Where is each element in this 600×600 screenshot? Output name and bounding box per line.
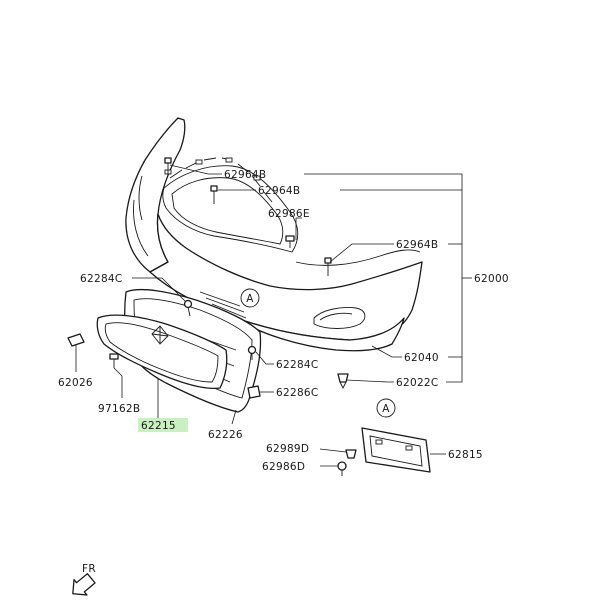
ref-a-plate-letter: A bbox=[382, 403, 390, 415]
clip-62026 bbox=[67, 333, 85, 347]
front-grille bbox=[96, 314, 228, 390]
label-62000[interactable]: 62000 bbox=[474, 273, 509, 285]
label-62226[interactable]: 62226 bbox=[208, 429, 243, 441]
clip-62022c bbox=[337, 373, 349, 390]
ref-a-bumper-letter: A bbox=[246, 293, 254, 305]
label-97162b[interactable]: 97162B bbox=[98, 403, 140, 415]
label-62986d[interactable]: 62986D bbox=[262, 461, 305, 473]
bolt-62964b-3 bbox=[324, 257, 332, 276]
ref-a-plate: A bbox=[376, 398, 396, 418]
label-62989d[interactable]: 62989D bbox=[266, 443, 309, 455]
bolt-62986d bbox=[337, 461, 347, 476]
highlight-62215 bbox=[138, 418, 188, 432]
label-62284c-1[interactable]: 62284C bbox=[80, 273, 123, 285]
bolt-62964b-2 bbox=[210, 185, 218, 204]
license-plate-bracket bbox=[361, 427, 431, 473]
label-62026[interactable]: 62026 bbox=[58, 377, 93, 389]
clip-62989d bbox=[345, 449, 357, 459]
label-62964b-3[interactable]: 62964B bbox=[396, 239, 438, 251]
label-62986e[interactable]: 62986E bbox=[268, 208, 310, 220]
label-62815[interactable]: 62815 bbox=[448, 449, 483, 461]
bolt-97162b bbox=[109, 353, 119, 368]
bolt-62986e bbox=[285, 235, 295, 248]
screw-62284c-lower bbox=[247, 345, 257, 360]
label-62964b-2[interactable]: 62964B bbox=[258, 185, 300, 197]
fr-label: FR bbox=[82, 563, 96, 575]
label-62964b-1[interactable]: 62964B bbox=[224, 169, 266, 181]
bolt-62964b-1 bbox=[164, 157, 172, 176]
screw-62284c-upper bbox=[183, 299, 193, 317]
label-62286c[interactable]: 62286C bbox=[276, 387, 319, 399]
label-62022c[interactable]: 62022C bbox=[396, 377, 439, 389]
label-62284c-2[interactable]: 62284C bbox=[276, 359, 319, 371]
fr-arrow-icon bbox=[72, 573, 96, 596]
label-62215[interactable]: 62215 bbox=[141, 420, 176, 432]
ref-a-bumper: A bbox=[240, 288, 260, 308]
leader-lines bbox=[75, 164, 472, 467]
front-direction-indicator: FR bbox=[72, 563, 96, 596]
clip-62286c bbox=[247, 385, 261, 399]
label-62040[interactable]: 62040 bbox=[404, 352, 439, 364]
